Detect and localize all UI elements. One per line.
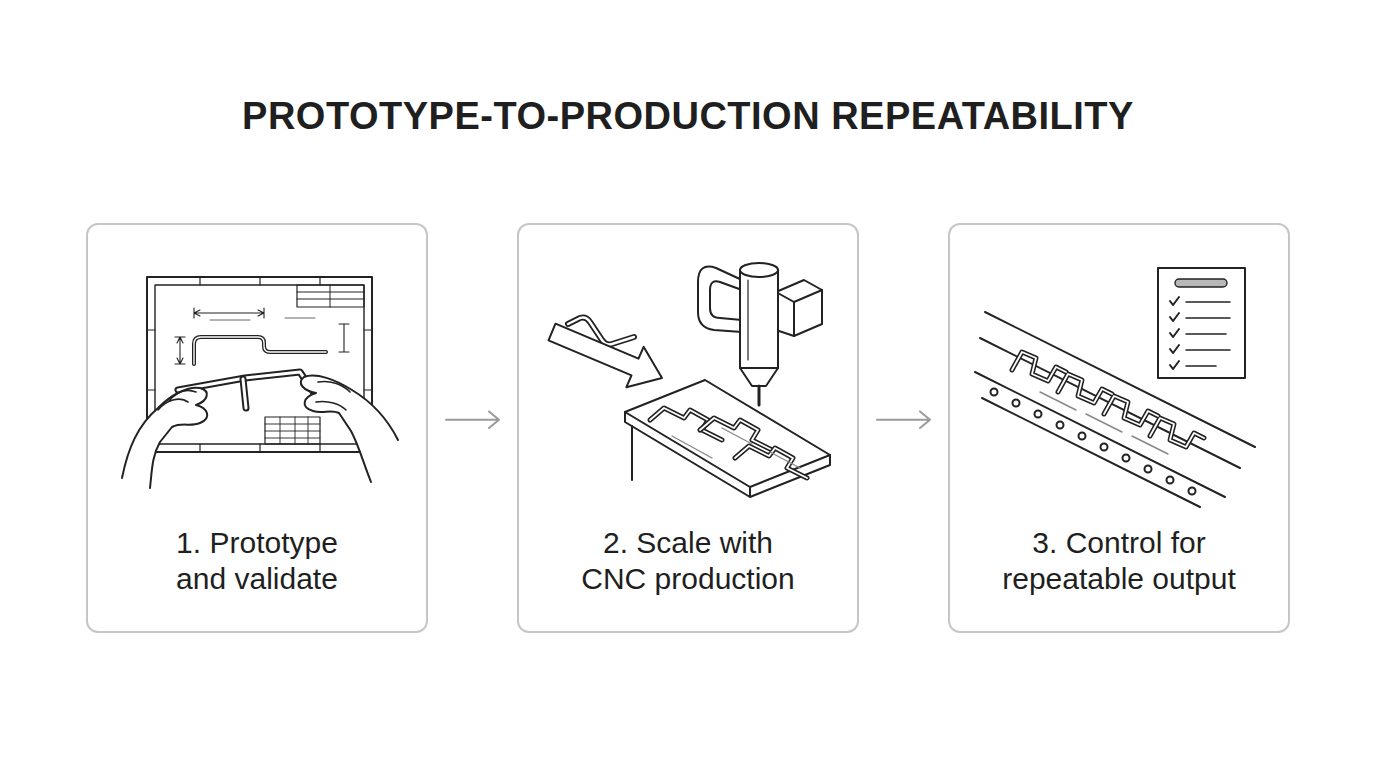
illustration-stroke xyxy=(301,375,398,482)
illustration-stroke xyxy=(625,380,830,487)
illustration-stroke xyxy=(243,379,246,408)
illustration-stroke xyxy=(194,308,264,318)
illustration-stroke xyxy=(1079,433,1086,440)
illustration-stroke xyxy=(735,446,807,478)
diagram-title: PROTOTYPE-TO-PRODUCTION REPEATABILITY xyxy=(242,95,1134,138)
illustration-stroke xyxy=(1035,411,1042,418)
illustration-stroke xyxy=(1175,279,1227,287)
illustration-stroke xyxy=(1058,374,1112,403)
illustration-stroke xyxy=(158,390,196,410)
illustration-stroke xyxy=(1145,466,1152,473)
illustration-stroke xyxy=(740,270,778,368)
illustration-stroke xyxy=(991,389,998,396)
illustration-stroke xyxy=(1013,400,1020,407)
illustration-stroke xyxy=(740,368,778,386)
illustration-stroke xyxy=(175,337,185,364)
illustration-stroke xyxy=(700,418,772,450)
illustration-stroke xyxy=(1057,422,1064,429)
illustration-stroke xyxy=(122,388,207,488)
illustration-stroke xyxy=(339,324,349,352)
step-label: 1. Prototype and validate xyxy=(155,525,360,597)
illustration-stroke xyxy=(982,398,1200,507)
step-panel: 2. Scale with CNC production xyxy=(517,223,859,633)
illustration-stroke xyxy=(1150,418,1204,447)
illustration-stroke xyxy=(747,280,748,360)
illustration-stroke xyxy=(776,280,822,336)
illustration-stroke xyxy=(1189,488,1196,495)
illustration-stroke xyxy=(549,324,663,388)
illustration-stroke xyxy=(735,446,807,478)
illustration-stroke xyxy=(1158,268,1245,378)
illustration-stroke xyxy=(194,337,326,364)
illustration-stroke xyxy=(1040,392,1168,454)
illustration-stroke xyxy=(776,290,822,336)
hands-with-wire xyxy=(122,372,398,488)
illustration-stroke xyxy=(672,428,800,468)
illustration-stroke xyxy=(1012,352,1066,381)
illustration-stroke xyxy=(758,386,761,405)
illustration-stroke xyxy=(710,281,742,320)
illustration-stroke xyxy=(297,285,364,307)
illustration-stroke xyxy=(625,412,830,497)
illustration-stroke xyxy=(740,263,778,277)
machine-table xyxy=(625,380,830,497)
illustration-stroke xyxy=(1186,302,1230,366)
illustration-stroke xyxy=(243,379,246,408)
illustration-stroke xyxy=(1104,396,1158,425)
illustration-stroke xyxy=(631,426,633,480)
illustration-stroke xyxy=(1058,374,1112,403)
flow-arrow xyxy=(877,412,930,429)
illustration-stroke xyxy=(194,337,326,364)
feed-arrow xyxy=(549,318,663,388)
illustration-stroke xyxy=(700,418,772,450)
illustration-stroke xyxy=(265,417,320,444)
step-label: 2. Scale with CNC production xyxy=(572,525,804,597)
illustration-stroke xyxy=(1012,352,1066,381)
cnc-spindle xyxy=(698,263,822,405)
illustration-stroke xyxy=(1101,444,1108,451)
illustration-stroke xyxy=(265,417,320,444)
step-label: 3. Control for repeatable output xyxy=(986,525,1252,597)
illustration-stroke xyxy=(1150,418,1204,447)
flow-arrow xyxy=(446,412,499,429)
illustration-stroke xyxy=(316,381,350,410)
illustration-stroke xyxy=(650,408,722,440)
step-panel: 1. Prototype and validate xyxy=(86,223,428,633)
illustration-stroke xyxy=(1104,396,1158,425)
illustration-stroke xyxy=(1167,477,1174,484)
illustration-stroke xyxy=(297,285,364,307)
illustration-stroke xyxy=(698,267,742,332)
illustration-stroke xyxy=(1170,297,1179,369)
checklist-sheet xyxy=(1158,268,1245,378)
illustration-stroke xyxy=(1123,455,1130,462)
illustration-stroke xyxy=(650,408,722,440)
illustration-stroke xyxy=(975,372,1225,497)
illustration-stroke xyxy=(210,318,315,320)
title-area: PROTOTYPE-TO-PRODUCTION REPEATABILITY xyxy=(0,95,1376,138)
step-panel: 3. Control for repeatable output xyxy=(948,223,1290,633)
